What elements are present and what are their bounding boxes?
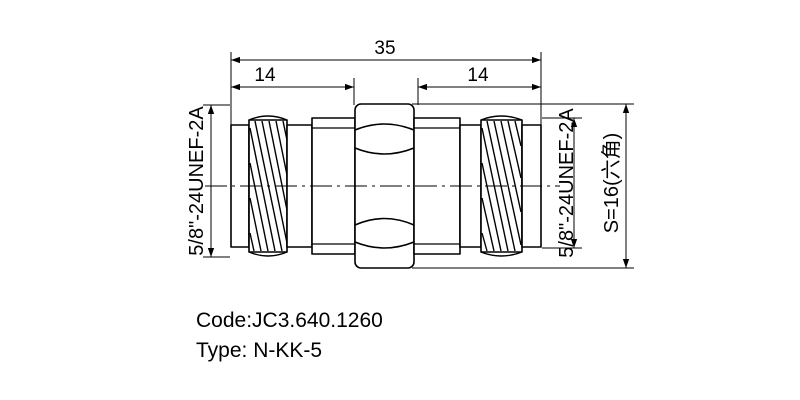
extension-lines	[203, 52, 634, 269]
hex-size-label: S=16(六角)	[600, 133, 623, 234]
left-length-label: 14	[254, 65, 276, 86]
right-length-label: 14	[467, 65, 489, 86]
overall-length-label: 35	[374, 38, 395, 59]
code-label: Code:JC3.640.1260	[196, 309, 383, 332]
left-thread-spec-label: 5/8"-24UNEF-2A	[186, 106, 208, 256]
right-thread-spec-label: 5/8"-24UNEF-2A	[556, 108, 578, 258]
hex-facets	[354, 123, 415, 249]
type-label: Type: N-KK-5	[196, 339, 323, 362]
dimension-lines	[207, 56, 630, 268]
